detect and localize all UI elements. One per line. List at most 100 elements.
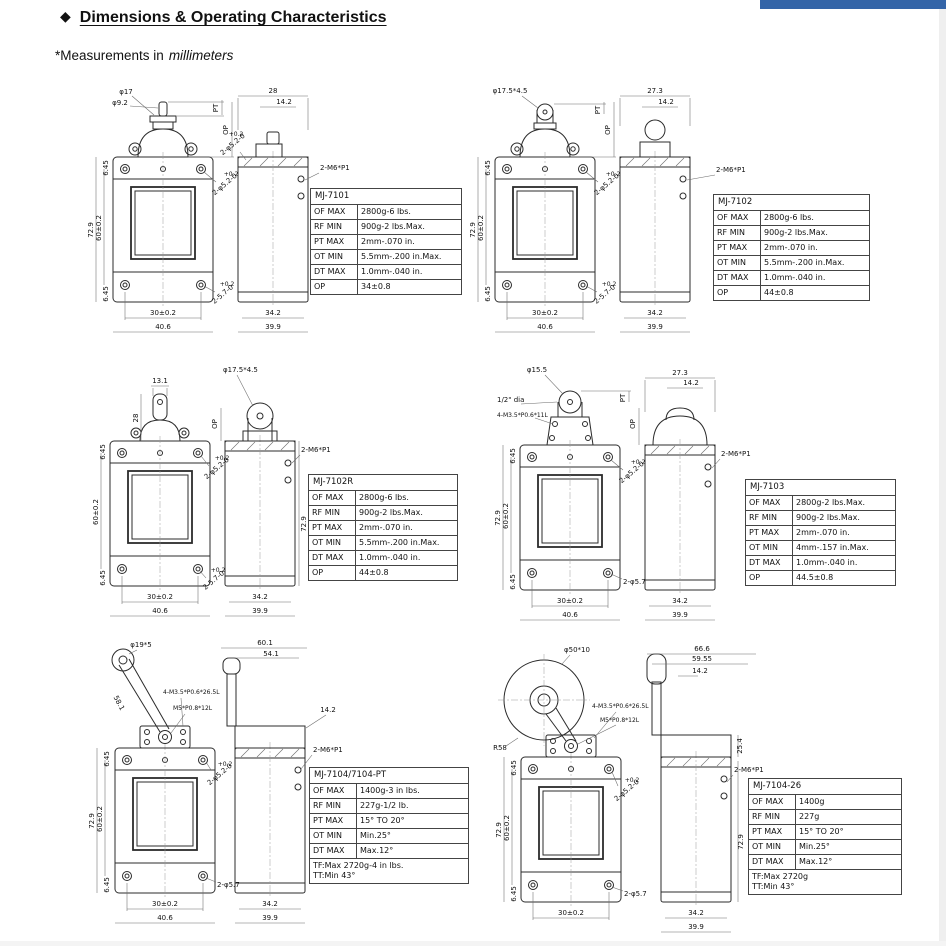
dim-thread: 2-M6*P1 [301,446,331,454]
front-view [494,103,596,308]
spec-label: RF MIN [714,225,761,240]
model-name: MJ-7104/7104-PT [310,768,468,784]
dim-op: OP [211,419,219,429]
dimension-lines [95,95,320,333]
spec-value: 1400g-3 in lbs. [360,785,420,795]
dim-flange-dia: φ17 [119,88,133,96]
model-name: MJ-7102R [309,475,457,491]
dim-thread: 2-M6*P1 [734,766,764,774]
dim-hole-span: 30±0.2 [558,909,584,917]
spec-label: PT MAX [746,525,793,540]
dim-head-w: 14.2 [692,667,708,675]
front-view [112,101,214,308]
dim-thread: 2-M6*P1 [320,164,350,172]
dim-op: OP [222,125,230,135]
dim-side-top-w: 28 [269,87,278,95]
dim-span2: 59.55 [692,655,712,663]
title-row: ◆Dimensions & Operating Characteristics [60,8,387,27]
spec-value: 15° TO 20° [799,826,844,836]
dim-slots-tol: +0.2 [211,567,226,574]
dim-side-w2: 39.9 [647,323,663,331]
model-name: MJ-7102 [714,195,869,211]
panel-mj-7103: φ15.5 PT 27.3 14.2 1/2" dia 4-M3.5*P0.6*… [495,360,901,632]
dim-ear-top: 6.45 [103,751,111,767]
spec-value: 900g-2 lbs.Max. [361,221,425,231]
dim-window-h: 60±0.2 [502,503,510,529]
dim-hole-span: 30±0.2 [150,309,176,317]
dim-side-w: 34.2 [647,309,663,317]
dim-side-w2: 39.9 [672,611,688,619]
model-name: MJ-7104-26 [749,779,901,795]
drawing-mj-7102r: 13.1 28 φ17.5*4.5 OP +0.2 2-φ5.2-0 2-M6*… [92,366,331,617]
note-unit: millimeters [168,48,234,63]
dim-base-w: 40.6 [537,323,553,331]
dim-shaft-screw: M5*P0.8*12L [173,705,213,712]
dim-hole-span: 30±0.2 [152,900,178,908]
spec-value: 2mm-.070 in. [359,522,413,532]
spec-value: TF:Max 2720g-4 in lbs.TT:Min 43° [313,860,404,880]
spec-value: 1.0mm-.040 in. [796,557,858,567]
dim-side-top-w: 27.3 [647,87,663,95]
spec-label: OP [714,285,761,300]
panel-mj-7102r: 13.1 28 φ17.5*4.5 OP +0.2 2-φ5.2-0 2-M6*… [85,356,465,628]
spec-label: OT MIN [746,540,793,555]
dim-roller-dia: φ15.5 [527,366,547,374]
dim-op: OP [629,419,637,429]
spec-value: 1.0mm-.040 in. [764,272,826,282]
dimension-lines [502,374,721,621]
panel-mj-7102: φ17.5*4.5 PT OP 27.3 14.2 6.45 72.9 60±0… [470,82,880,352]
spec-value: 2mm-.070 in. [764,242,818,252]
dim-side-w: 34.2 [265,309,281,317]
dim-window-h: 60±0.2 [96,806,104,832]
dim-pt: PT [212,103,220,112]
dim-body-h2: 72.9 [737,834,745,850]
spec-label: OP [309,565,356,580]
spec-value: 900g-2 lbs.Max. [764,227,828,237]
spec-label: OF MAX [311,204,358,219]
dim-bot-holes: 2-φ5.7 [624,890,647,898]
spec-value: 227g [799,811,820,821]
dim-side-w: 34.2 [688,909,704,917]
spec-label: OP [311,279,358,294]
spec-label: OT MIN [311,249,358,264]
dim-side-w: 34.2 [252,593,268,601]
dim-body-h: 72.9 [88,222,95,238]
dim-ear-bot: 6.45 [510,886,518,902]
dim-body-h: 72.9 [88,813,96,829]
spec-label: RF MIN [749,809,796,824]
front-view [111,648,216,899]
dim-side-w2: 39.9 [252,607,268,615]
drawing-mj-7104-26: φ50*10 R58 66.6 59.55 4-M3.5*P0.6*26.5L … [493,645,764,933]
dim-head-h: 28 [132,414,140,423]
spec-value: 4mm-.157 in.Max. [796,542,869,552]
top-accent-bar [760,0,946,9]
dim-lever-len: 58.1 [112,694,126,712]
dim-op: OP [604,125,612,135]
spec-value: 1.0mm-.040 in. [359,552,421,562]
spec-label: PT MAX [749,824,796,839]
spec-label: PT MAX [310,813,357,828]
model-name: MJ-7103 [746,480,895,496]
spec-value: 227g-1/2 lb. [360,800,409,810]
